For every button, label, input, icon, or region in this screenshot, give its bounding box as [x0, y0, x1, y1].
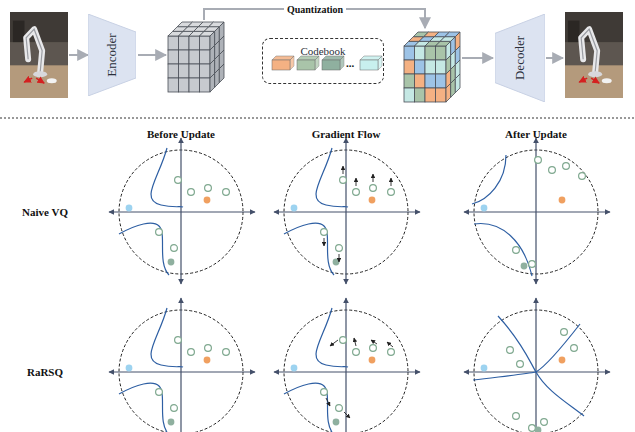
column-header: Before Update — [147, 128, 215, 140]
arrow-label: Quantization — [284, 4, 346, 15]
ellipsis: ... — [346, 57, 354, 69]
codebook-entry — [360, 56, 382, 70]
codebook-entry — [272, 56, 294, 70]
column-header: Gradient Flow — [312, 128, 381, 140]
box-title: Codebook — [300, 45, 345, 57]
codebook-box: Codebook — [262, 38, 384, 84]
row-label: RaRSQ — [27, 366, 63, 378]
flow-arrow — [462, 57, 493, 59]
row-label: Naive VQ — [22, 206, 68, 218]
separator-line — [0, 118, 635, 119]
network-trapezoid: Encoder — [88, 14, 136, 96]
codebook-entry — [322, 56, 344, 70]
latent-space-plot — [464, 138, 610, 284]
latent-space-plot — [109, 138, 255, 284]
feature-cube — [168, 22, 224, 92]
latent-space-plot — [464, 298, 610, 432]
flow-arrow — [69, 54, 88, 56]
module-name: Encoder — [104, 33, 120, 76]
quantized-feature-cube — [404, 32, 460, 102]
flow-arrow — [138, 54, 166, 56]
latent-space-plot — [109, 298, 255, 432]
latent-space-plot — [274, 298, 420, 432]
robot-image — [565, 12, 623, 98]
network-trapezoid: Decoder — [495, 14, 545, 102]
codebook-entry — [297, 56, 319, 70]
column-header: After Update — [505, 128, 567, 140]
latent-space-plot — [274, 138, 420, 284]
flow-arrow — [546, 57, 563, 59]
module-name: Decoder — [512, 36, 528, 80]
robot-image — [10, 12, 68, 98]
